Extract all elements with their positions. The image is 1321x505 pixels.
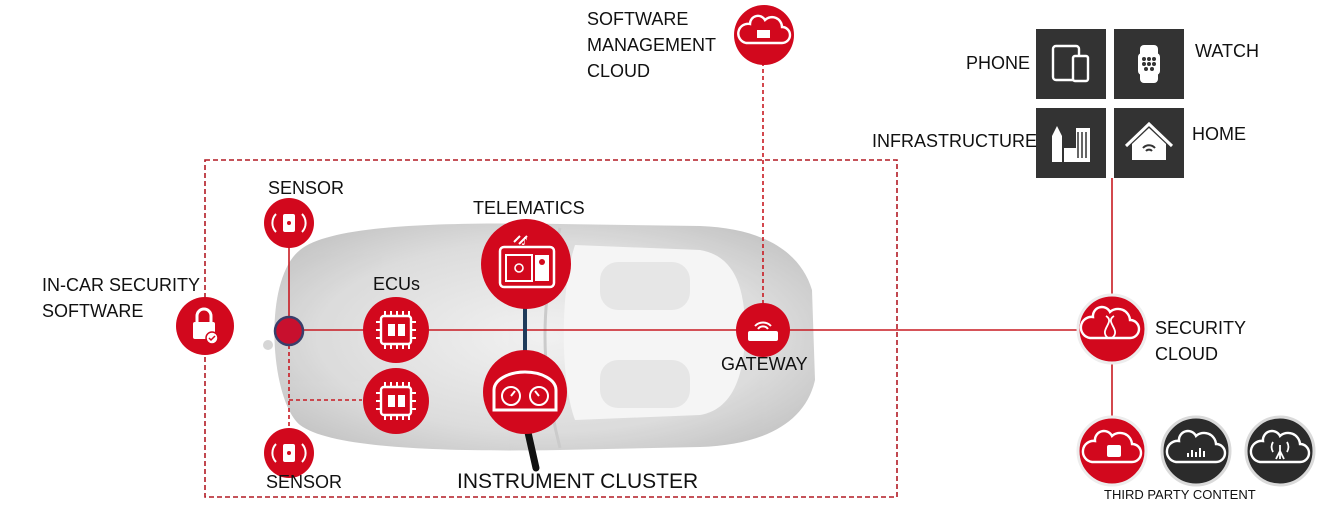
cloud-dna-icon: [1076, 293, 1148, 365]
sensor-top-label: SENSOR: [268, 178, 345, 198]
cloud-chart-icon: [1160, 415, 1232, 487]
phone-tablet-icon: [1051, 44, 1090, 83]
security-cloud-label: SECURITY CLOUD: [1155, 318, 1247, 364]
home-label: HOME: [1192, 124, 1246, 144]
gauge-cluster-icon: [483, 350, 567, 434]
infrastructure-label: INFRASTRUCTURE: [872, 131, 1037, 151]
smart-home-icon: [1124, 121, 1174, 160]
home-tile: [1114, 108, 1184, 178]
in-car-security-software-label: IN-CAR SECURITY SOFTWARE: [42, 275, 201, 321]
infrastructure-tile: [1036, 108, 1106, 178]
sensor-icon: [264, 198, 314, 248]
chip-icon: [363, 297, 429, 363]
cloud-antenna-icon: [1244, 415, 1316, 487]
city-buildings-icon: [1052, 126, 1090, 162]
cloud-chip-icon: [734, 5, 794, 65]
lock-shield-icon: [176, 297, 234, 355]
sensor-icon: [264, 428, 314, 478]
gateway-label: GATEWAY: [721, 354, 808, 374]
third-party-content-label: THIRD PARTY CONTENT: [1104, 487, 1256, 502]
phone-tile: [1036, 29, 1106, 99]
chip-icon: [363, 368, 429, 434]
svg-text:♪: ♪: [521, 235, 528, 248]
watch-label: WATCH: [1195, 41, 1259, 61]
telematics-label: TELEMATICS: [473, 198, 585, 218]
software-management-cloud-label: SOFTWARE MANAGEMENT CLOUD: [587, 9, 717, 81]
smartwatch-icon: [1138, 45, 1160, 83]
ecus-label: ECUs: [373, 274, 421, 294]
phone-label: PHONE: [966, 53, 1031, 73]
instrument-cluster-label: INSTRUMENT CLUSTER: [457, 470, 699, 493]
router-icon: [736, 303, 790, 357]
telematics-display-icon: ♪: [481, 219, 571, 309]
watch-tile: [1114, 29, 1184, 99]
sensor-bottom-label: SENSOR: [266, 472, 343, 492]
bus-hub-node: [273, 315, 305, 347]
cloud-phone-icon: [1076, 415, 1148, 487]
cluster-pointer: [523, 424, 540, 472]
